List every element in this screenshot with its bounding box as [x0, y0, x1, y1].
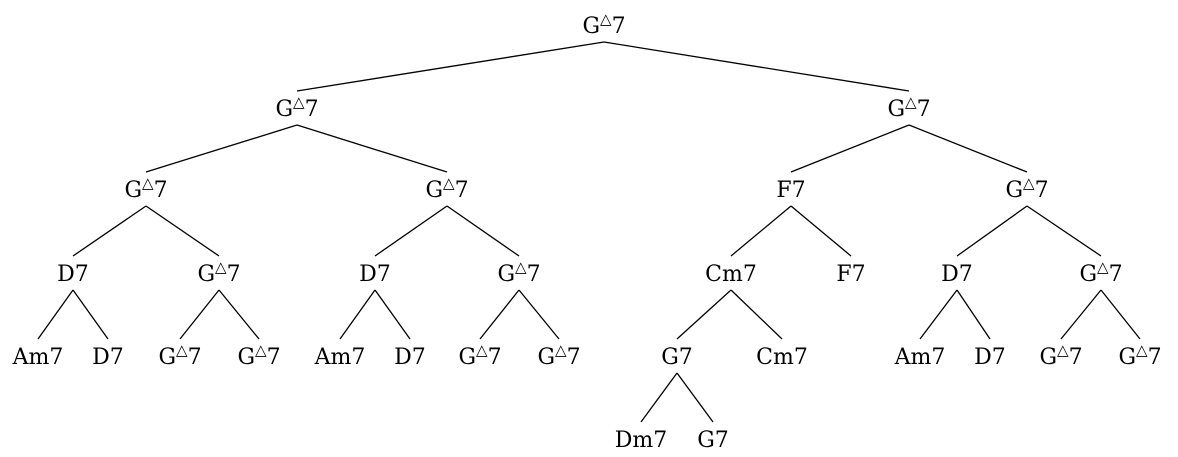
- chord-node-r-1-0-0-1: Cm7: [756, 345, 808, 370]
- chord-node-r-0-0: G△7: [124, 174, 167, 203]
- tree-edge-r-0-0-0: [72, 205, 147, 257]
- tree-edge-r-0-1-0-0: [339, 289, 376, 340]
- tree-edge-r-0-1-0-1: [374, 289, 411, 340]
- chord-node-r-1-1-0-1: D7: [974, 345, 1006, 370]
- chord-node-r-1-0-0: Cm7: [705, 262, 757, 287]
- chord-node-r-1-1-1: G△7: [1079, 258, 1122, 287]
- chord-node-r-0-1-0-0: Am7: [314, 345, 366, 370]
- tree-edge-r-1-0-0-1: [730, 289, 783, 340]
- chord-node-r-0-1-0-1: D7: [394, 345, 426, 370]
- tree-edge-r-1-0-0-0-1: [676, 372, 714, 423]
- chord-node-r-1-1-0-0: Am7: [894, 345, 946, 370]
- tree-edge-r-0-1-1-0: [479, 289, 520, 340]
- tree-edge-r-1-1-0: [956, 205, 1028, 257]
- chord-node-r-1-1-1-1: G△7: [1118, 341, 1161, 370]
- chord-node-r-0: G△7: [275, 93, 318, 122]
- chord-node-r-1-0-0-0-0: Dm7: [615, 428, 668, 453]
- tree-edge-r-1-1: [908, 124, 1028, 173]
- chord-node-r-0-0-0-1: D7: [92, 345, 124, 370]
- chord-node-r-1-0-0-0: G7: [661, 345, 693, 370]
- chord-node-r-0-0-0: D7: [57, 262, 89, 287]
- tree-edge-r-1-1-1-0: [1060, 289, 1102, 340]
- chord-node-r-1: G△7: [887, 93, 930, 122]
- tree-edge-r-1-1-0-1: [956, 289, 991, 340]
- tree-edge-r-0-1: [296, 124, 448, 173]
- tree-edge-r-0-0: [145, 124, 298, 173]
- tree-edge-r-0-1-1: [446, 205, 520, 257]
- chord-node-r-1-0-0-0-1: G7: [697, 428, 729, 453]
- chord-node-r-1-0-1: F7: [836, 262, 865, 287]
- chord-node-r-1-1-0: D7: [941, 262, 973, 287]
- chord-node-r-0-0-1-1: G△7: [237, 341, 280, 370]
- tree-edge-r-0-0-1: [145, 205, 220, 257]
- tree-edge-r-1-1-0-0: [919, 289, 958, 340]
- tree-edges: [37, 41, 1141, 423]
- tree-edge-r-0-0-0-1: [72, 289, 109, 340]
- chord-node-r-0-0-1: G△7: [197, 258, 240, 287]
- tree-edge-r-0-1-1-1: [518, 289, 560, 340]
- chord-node-r-0-1-1-1: G△7: [537, 341, 580, 370]
- tree-edge-r-1-0-1: [790, 205, 852, 257]
- chord-node-r-1-1-1-0: G△7: [1039, 341, 1082, 370]
- chord-node-r-0-1-0: D7: [359, 262, 391, 287]
- tree-edge-r-1: [603, 41, 910, 92]
- chord-node-r-0-0-1-0: G△7: [158, 341, 201, 370]
- tree-edge-r-1-1-1-1: [1100, 289, 1141, 340]
- tree-edge-r-0-0-1-1: [218, 289, 260, 340]
- tree-edge-r-0-0-0-0: [37, 289, 74, 340]
- chord-node-r-1-1: G△7: [1005, 174, 1048, 203]
- tree-edge-r-1-0-0-0-0: [640, 372, 678, 423]
- chord-node-r-1-0: F7: [776, 178, 805, 203]
- chord-node-r-0-1-1-0: G△7: [458, 341, 501, 370]
- tree-edge-r-0-1-0: [374, 205, 448, 257]
- chord-node-r-0-1: G△7: [425, 174, 468, 203]
- chord-node-r-0-0-0-0: Am7: [12, 345, 64, 370]
- tree-edge-r-0: [296, 41, 605, 92]
- tree-edge-r-1-0-0: [730, 205, 792, 257]
- tree-edge-r-1-0: [790, 124, 910, 173]
- chord-node-r-0-1-1: G△7: [497, 258, 540, 287]
- tree-edge-r-1-0-0-0: [676, 289, 732, 340]
- tree-edge-r-1-1-1: [1026, 205, 1102, 257]
- chord-node-r: G△7: [582, 10, 625, 39]
- tree-edge-r-0-0-1-0: [179, 289, 220, 340]
